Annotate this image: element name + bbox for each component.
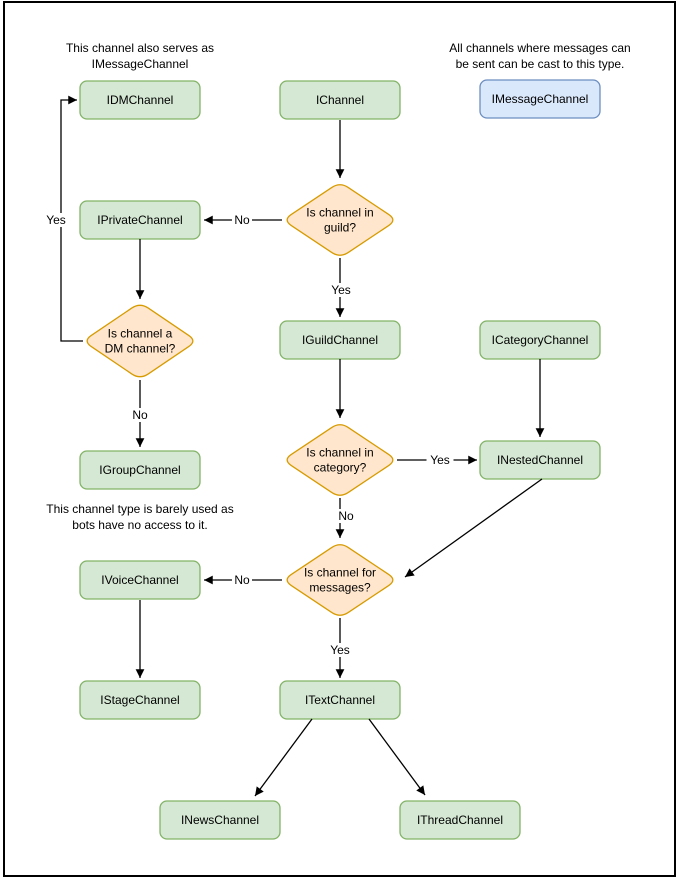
node-inestedchannel: INestedChannel <box>479 440 601 480</box>
edge-label-dm-decision-to-idmchannel: Yes <box>46 213 66 227</box>
edge-label-bg-guild-decision-to-iprivatechannel <box>232 213 252 227</box>
node-inewschannel: INewsChannel <box>159 800 281 840</box>
istagechannel-box-shape <box>79 680 201 720</box>
inestedchannel-box-shape <box>479 440 601 480</box>
node-itextchannel: ITextChannel <box>279 680 401 720</box>
node-label: INestedChannel <box>497 453 583 467</box>
node-label: IPrivateChannel <box>97 213 182 227</box>
idmchannel-box-shape <box>79 80 201 120</box>
node-label: ITextChannel <box>305 693 375 707</box>
node-idmchannel: IDMChannel <box>79 80 201 120</box>
edge-label-bg-messages-decision-to-ivoicechannel <box>232 573 252 587</box>
edge-label-bg-dm-decision-to-idmchannel <box>42 213 70 227</box>
edge-label-guild-decision-to-iprivatechannel: No <box>234 213 250 227</box>
edge-label-dm-decision-to-igroupchannel: No <box>132 408 148 422</box>
node-label: IDMChannel <box>107 93 174 107</box>
decision-guild-diamond-shape <box>286 184 394 256</box>
ichannel-box-shape <box>279 80 401 120</box>
edge-label-messages-decision-to-itextchannel: Yes <box>330 643 350 657</box>
edge-itextchannel-to-inewschannel <box>254 718 313 797</box>
diagram-frame <box>3 1 676 877</box>
inewschannel-box-shape <box>159 800 281 840</box>
decision-messages-diamond-shape <box>286 544 394 616</box>
ithreadchannel-box-shape <box>399 800 521 840</box>
node-ichannel: IChannel <box>279 80 401 120</box>
edge-label-category-decision-to-messages-decision: No <box>338 509 354 523</box>
node-label: IStageChannel <box>100 693 179 707</box>
node-imessagechannel: IMessageChannel <box>479 79 601 119</box>
decision-category-diamond-shape <box>286 424 394 496</box>
ivoicechannel-box-shape <box>79 560 201 600</box>
node-ithreadchannel: IThreadChannel <box>399 800 521 840</box>
node-label: IChannel <box>316 93 364 107</box>
edge-label-bg-dm-decision-to-igroupchannel <box>130 408 150 422</box>
node-label: IVoiceChannel <box>101 573 178 587</box>
node-label: IThreadChannel <box>417 813 503 827</box>
edge-inestedchannel-to-messages-decision <box>404 478 543 578</box>
edge-label-bg-messages-decision-to-itextchannel <box>326 643 354 657</box>
node-iguildchannel: IGuildChannel <box>279 320 401 360</box>
edge-label-bg-guild-decision-to-iguildchannel <box>327 283 355 297</box>
node-label: ICategoryChannel <box>492 333 589 347</box>
imessagechannel-box-shape <box>479 79 601 119</box>
itextchannel-box-shape <box>279 680 401 720</box>
edge-label-category-decision-to-inestedchannel: Yes <box>430 453 450 467</box>
node-iprivatechannel: IPrivateChannel <box>79 200 201 240</box>
node-ivoicechannel: IVoiceChannel <box>79 560 201 600</box>
node-label: IMessageChannel <box>492 92 589 106</box>
node-icategorychannel: ICategoryChannel <box>479 320 601 360</box>
node-label: INewsChannel <box>181 813 259 827</box>
edge-label-bg-category-decision-to-inestedchannel <box>426 453 454 467</box>
node-igroupchannel: IGroupChannel <box>79 450 201 490</box>
node-label: IGuildChannel <box>302 333 378 347</box>
decision-dm-diamond-shape <box>86 304 194 378</box>
node-istagechannel: IStageChannel <box>79 680 201 720</box>
edge-label-bg-category-decision-to-messages-decision <box>336 509 356 523</box>
edge-label-guild-decision-to-iguildchannel: Yes <box>331 283 351 297</box>
igroupchannel-box-shape <box>79 450 201 490</box>
node-label: IGroupChannel <box>99 463 180 477</box>
edge-label-messages-decision-to-ivoicechannel: No <box>234 573 250 587</box>
edge-itextchannel-to-ithreadchannel <box>368 718 426 796</box>
